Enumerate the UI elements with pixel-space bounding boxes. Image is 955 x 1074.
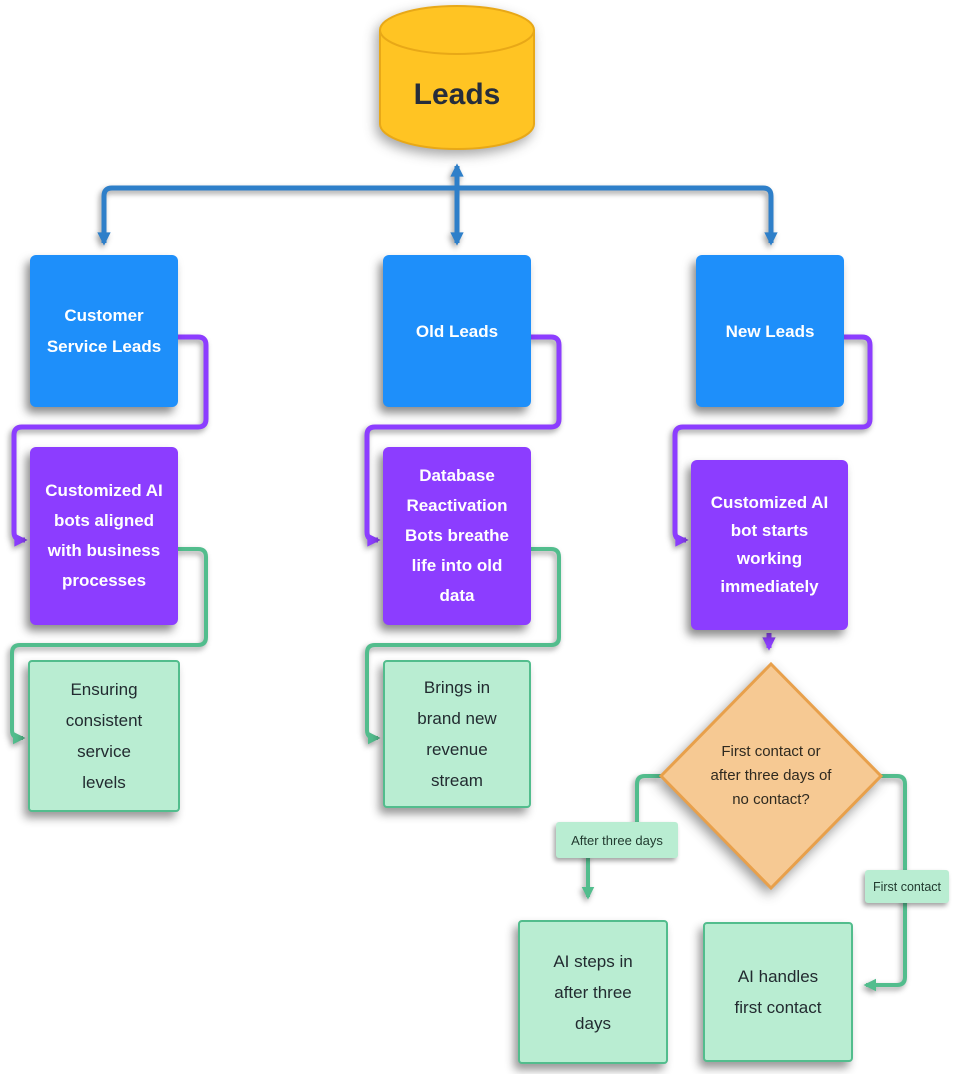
- edge-label-text: First contact: [872, 879, 942, 894]
- node-customer-service-leads: Customer Service Leads: [30, 255, 178, 407]
- decision-first-contact-text: First contact or after three days of no …: [707, 728, 835, 824]
- node-new-leads: New Leads: [696, 255, 844, 407]
- connector-bots-to-service-levels: [10, 547, 208, 745]
- node-ai-handles-first-contact: AI handles first contact: [703, 922, 853, 1062]
- node-customized-ai-bots: Customized AI bots aligned with business…: [30, 447, 178, 625]
- leads-label: Leads: [413, 78, 501, 111]
- connector-branch-bar: [97, 185, 778, 246]
- node-label: Customized AI bot starts working immedia…: [710, 493, 829, 596]
- node-database-reactivation: Database Reactivation Bots breathe life …: [383, 447, 531, 625]
- database-cylinder-icon: [379, 5, 535, 150]
- decision-label: First contact or after three days of no …: [710, 743, 832, 808]
- node-label: AI steps in after three days: [553, 951, 633, 1033]
- connector-reactivation-to-revenue: [365, 547, 561, 745]
- edge-label-first-contact: First contact: [865, 870, 949, 903]
- node-label: New Leads: [725, 321, 815, 341]
- connector-old-to-reactivation: [364, 334, 562, 547]
- node-label: Customer Service Leads: [46, 306, 162, 356]
- node-old-leads: Old Leads: [383, 255, 531, 407]
- node-consistent-service-levels: Ensuring consistent service levels: [28, 660, 180, 812]
- node-ai-starts-immediately: Customized AI bot starts working immedia…: [691, 460, 848, 630]
- node-new-revenue-stream: Brings in brand new revenue stream: [383, 660, 531, 808]
- connector-cs-to-bots: [11, 334, 209, 547]
- node-label: Ensuring consistent service levels: [65, 680, 143, 792]
- node-ai-steps-in-after-three-days: AI steps in after three days: [518, 920, 668, 1064]
- connector-new-to-immediate: [672, 334, 873, 547]
- node-label: Customized AI bots aligned with business…: [45, 481, 163, 590]
- edge-label-after-three-days: After three days: [556, 822, 678, 858]
- decision-diamond-shape: [658, 661, 884, 891]
- node-label: Old Leads: [415, 321, 499, 341]
- leads-database-node: Leads: [378, 4, 536, 152]
- node-label: Brings in brand new revenue stream: [417, 678, 497, 790]
- node-label: AI handles first contact: [734, 967, 822, 1017]
- edge-label-text: After three days: [571, 832, 663, 848]
- node-label: Database Reactivation Bots breathe life …: [405, 466, 509, 605]
